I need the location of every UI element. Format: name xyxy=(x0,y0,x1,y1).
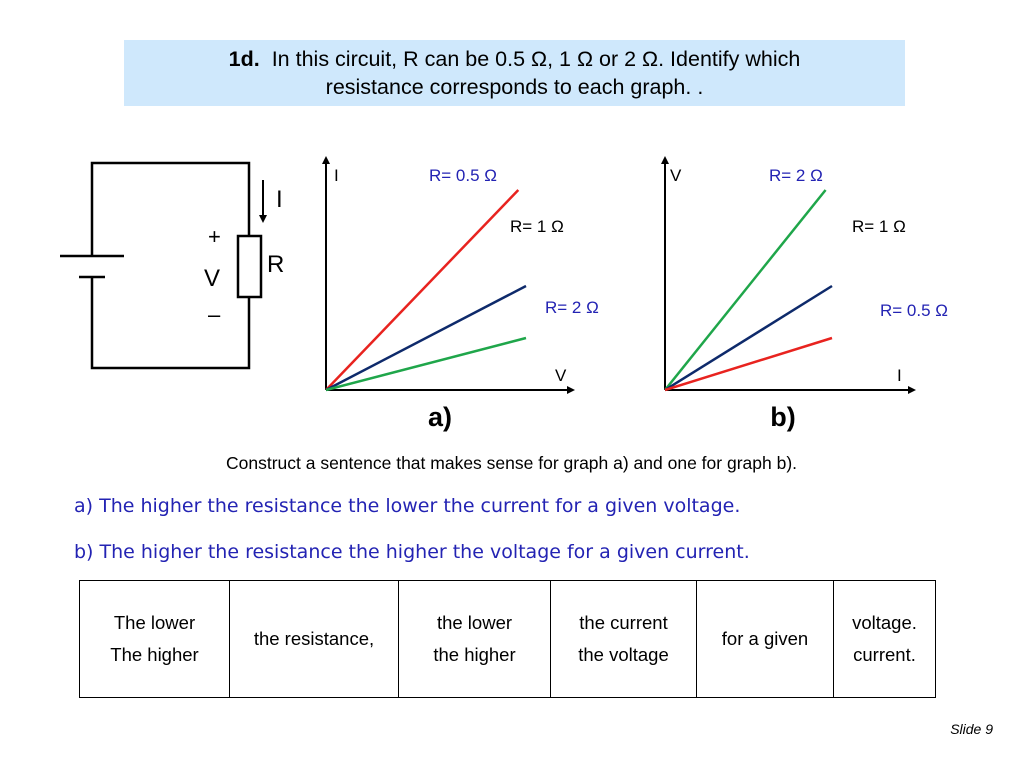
resistor xyxy=(236,234,263,299)
table-cell: voltage. current. xyxy=(833,580,936,698)
question-banner: 1d. In this circuit, R can be 0.5 Ω, 1 Ω… xyxy=(124,40,905,106)
figure-area: I R + V – I V R= 0.5 Ω R= 1 Ω R= 2 Ω a) … xyxy=(60,156,948,432)
graph-a-line-r05 xyxy=(325,189,520,391)
resistor-label: R xyxy=(267,251,284,278)
graph-b-label-r1: R= 1 Ω xyxy=(852,217,906,236)
graph-b-caption: b) xyxy=(770,402,795,432)
cell-line: the current xyxy=(579,612,668,633)
cell-line: voltage. xyxy=(852,612,917,633)
table-cell: for a given xyxy=(696,580,834,698)
current-label: I xyxy=(276,186,283,213)
circuit-wire xyxy=(90,277,251,370)
graph-b-line-r2 xyxy=(664,189,827,391)
table-cell: the current the voltage xyxy=(550,580,697,698)
graph-a-label-r1: R= 1 Ω xyxy=(510,217,564,236)
graph-a-x-label: V xyxy=(555,366,567,385)
circuit-diagram xyxy=(60,161,267,370)
question-text-line1: In this circuit, R can be 0.5 Ω, 1 Ω or … xyxy=(271,47,801,71)
graph-b-line-r05 xyxy=(664,336,833,392)
question-number: 1d. xyxy=(228,47,260,71)
graph-b-y-label: V xyxy=(670,166,682,185)
cell-line: The lower xyxy=(113,612,196,633)
graph-a-label-r2: R= 2 Ω xyxy=(545,298,599,317)
instruction-text: Construct a sentence that makes sense fo… xyxy=(225,453,798,473)
graph-b: V I R= 2 Ω R= 1 Ω R= 0.5 Ω b) xyxy=(661,156,948,432)
question-text-line2: resistance corresponds to each graph. . xyxy=(325,75,704,99)
graph-b-x-label: I xyxy=(897,366,902,385)
circuit-wire xyxy=(90,161,251,256)
cell-line: the higher xyxy=(433,644,516,665)
plus-sign: + xyxy=(208,224,221,249)
cell-line: for a given xyxy=(721,628,809,649)
cell-line: the voltage xyxy=(578,644,669,665)
cell-line: the lower xyxy=(436,612,513,633)
graph-a-y-label: I xyxy=(334,166,339,185)
graph-a: I V R= 0.5 Ω R= 1 Ω R= 2 Ω a) xyxy=(322,156,599,432)
answer-a: a) The higher the resistance the lower t… xyxy=(74,495,741,517)
table-cell: the resistance, xyxy=(229,580,399,698)
cell-line: the resistance, xyxy=(253,628,375,649)
graph-a-line-r2 xyxy=(325,336,527,392)
graph-b-line-r1 xyxy=(664,284,833,392)
graph-a-line-r1 xyxy=(325,284,527,392)
answer-b: b) The higher the resistance the higher … xyxy=(74,541,750,563)
table-cell: the lower the higher xyxy=(398,580,551,698)
cell-line: The higher xyxy=(110,644,199,665)
graph-b-label-r05: R= 0.5 Ω xyxy=(880,301,948,320)
graph-a-caption: a) xyxy=(428,402,452,432)
graph-a-label-r05: R= 0.5 Ω xyxy=(429,166,497,185)
cell-line: current. xyxy=(853,644,916,665)
minus-sign: – xyxy=(208,302,221,327)
voltage-label: V xyxy=(204,265,220,292)
graph-b-label-r2: R= 2 Ω xyxy=(769,166,823,185)
slide-number: Slide 9 xyxy=(950,721,993,737)
